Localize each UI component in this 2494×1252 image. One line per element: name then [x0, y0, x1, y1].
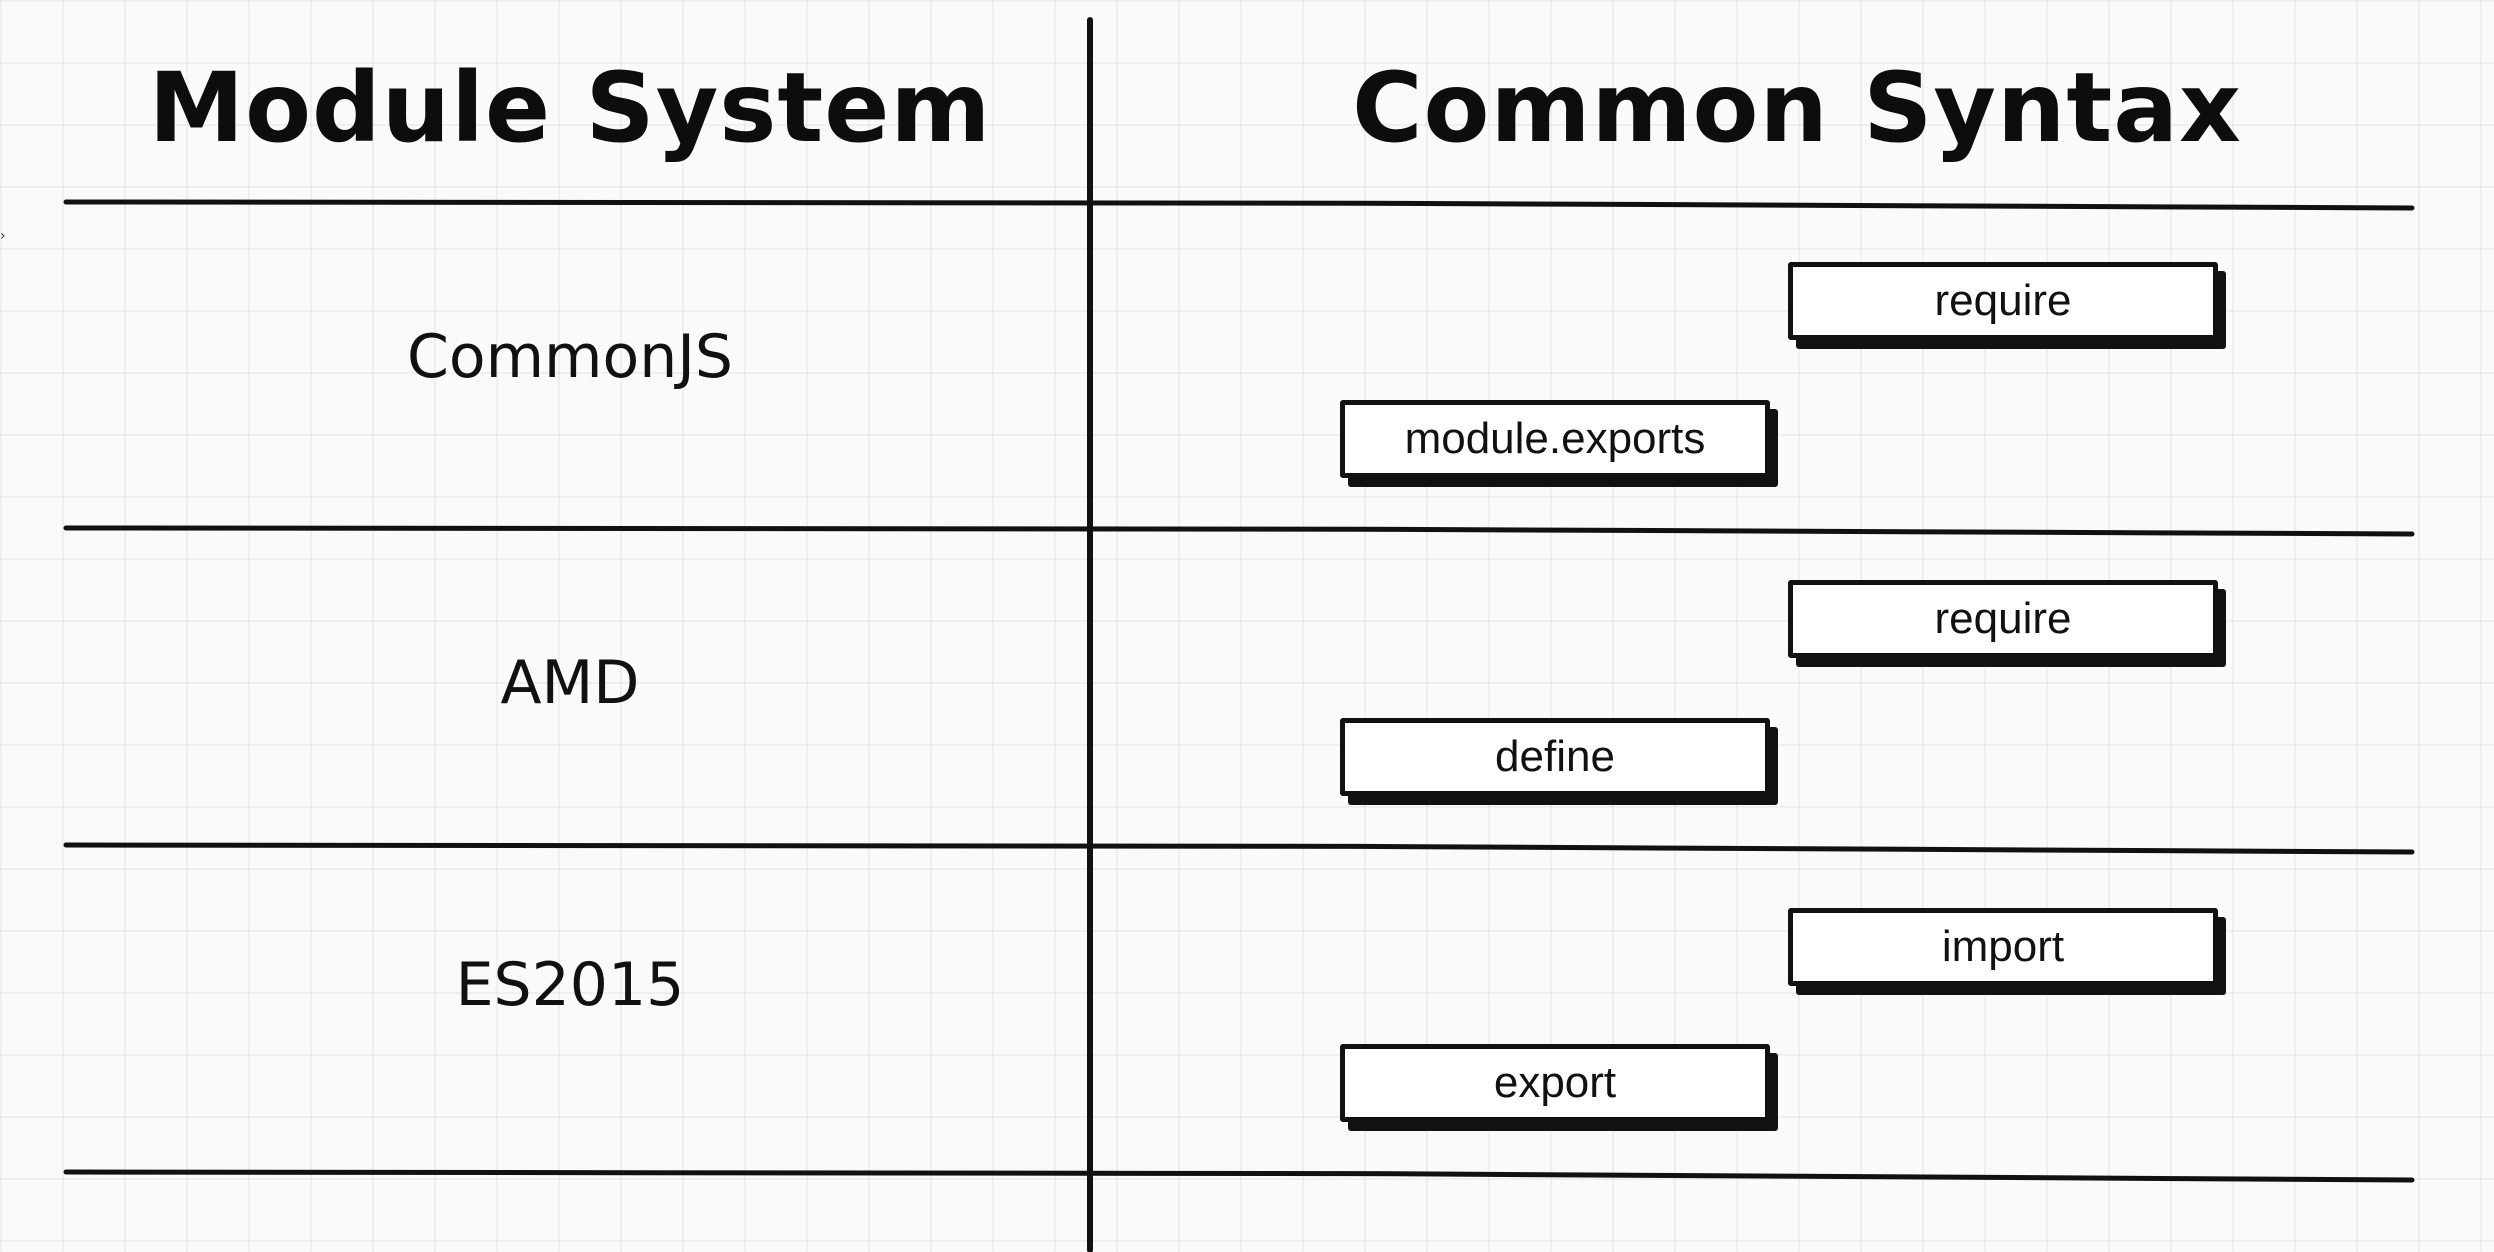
syntax-box-es2015-export: export [1340, 1044, 1770, 1122]
syntax-box-amd-define: define [1340, 718, 1770, 796]
system-label-commonjs: CommonJS [406, 322, 733, 392]
row-separator-2 [63, 841, 2415, 855]
row-separator-1 [63, 524, 2415, 537]
row-separator-3 [63, 1168, 2415, 1183]
system-label-amd: AMD [500, 648, 640, 718]
syntax-box-amd-require: require [1788, 580, 2218, 658]
syntax-box-commonjs-module-exports: module.exports [1340, 400, 1770, 478]
header-rule [63, 198, 2415, 211]
edge-mark: › [0, 228, 6, 244]
syntax-box-es2015-import: import [1788, 908, 2218, 986]
syntax-box-commonjs-require: require [1788, 262, 2218, 340]
column-divider [1086, 17, 1094, 1252]
module-system-header: Module System [148, 52, 992, 164]
common-syntax-header: Common Syntax [1352, 52, 2242, 164]
system-label-es2015: ES2015 [455, 950, 685, 1020]
